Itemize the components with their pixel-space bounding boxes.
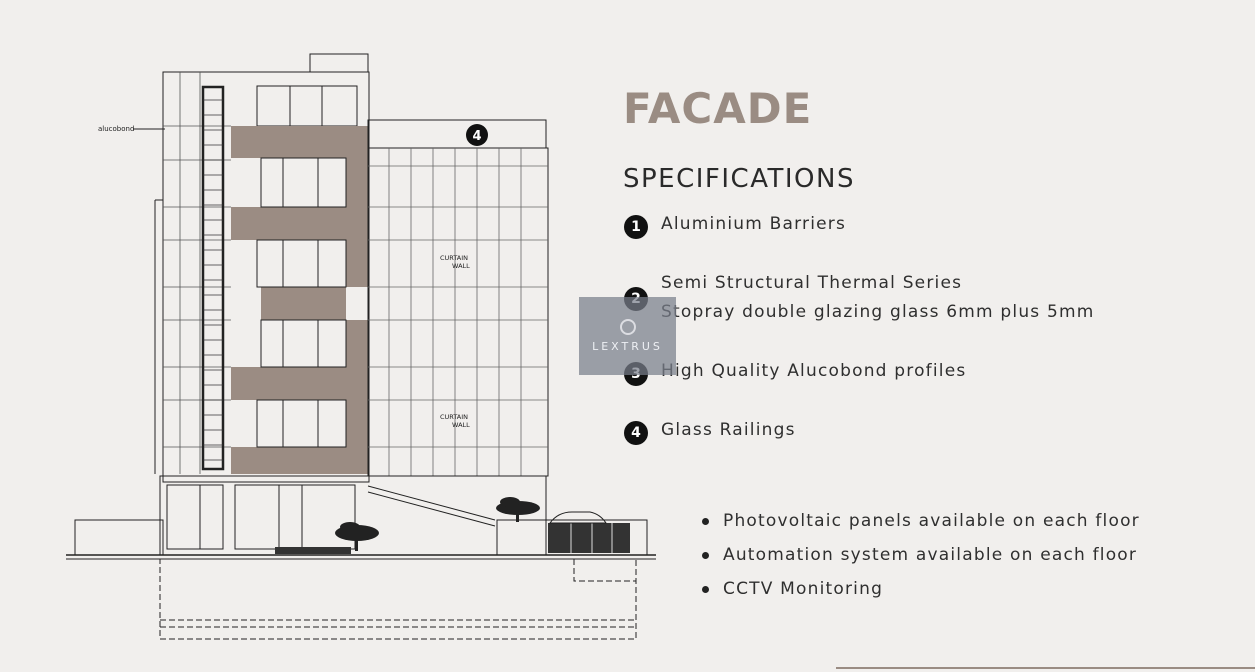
bottom-divider xyxy=(836,667,1255,669)
spec-item-2-line-1: Semi Structural Thermal Series xyxy=(661,273,963,293)
feature-item: Automation system available on each floo… xyxy=(700,542,1140,576)
feature-item: CCTV Monitoring xyxy=(700,576,1140,610)
alucobond-label: alucobond xyxy=(98,125,134,133)
specifications-heading: SPECIFICATIONS xyxy=(623,164,855,194)
spec-item-2-line-2: Stopray double glazing glass 6mm plus 5m… xyxy=(661,302,1095,322)
curtain-wall-label-upper: CURTAIN xyxy=(440,254,468,262)
watermark-logo: LEXTRUS xyxy=(579,297,676,375)
curtain-wall-label-lower-2: WALL xyxy=(452,421,470,429)
spec-item-4: Glass Railings xyxy=(661,420,796,440)
curtain-wall-label-lower: CURTAIN xyxy=(440,413,468,421)
spec-item-1: Aluminium Barriers xyxy=(661,214,847,234)
callout-badge-4: 4 xyxy=(472,129,481,144)
feature-list: Photovoltaic panels available on each fl… xyxy=(700,508,1140,610)
alucobond-panel-band xyxy=(231,126,368,474)
facade-elevation-drawing: alucobond CURTAIN WALL CURTAIN WALL 4 xyxy=(66,53,656,640)
curtain-wall-label-upper-2: WALL xyxy=(452,262,470,270)
feature-item: Photovoltaic panels available on each fl… xyxy=(700,508,1140,542)
spec-number-1: 1 xyxy=(624,215,648,239)
watermark-text: LEXTRUS xyxy=(592,340,663,353)
logo-icon xyxy=(619,319,636,335)
spec-item-3: High Quality Alucobond profiles xyxy=(661,361,967,381)
spec-number-4: 4 xyxy=(624,421,648,445)
page-title: FACADE xyxy=(623,84,813,133)
